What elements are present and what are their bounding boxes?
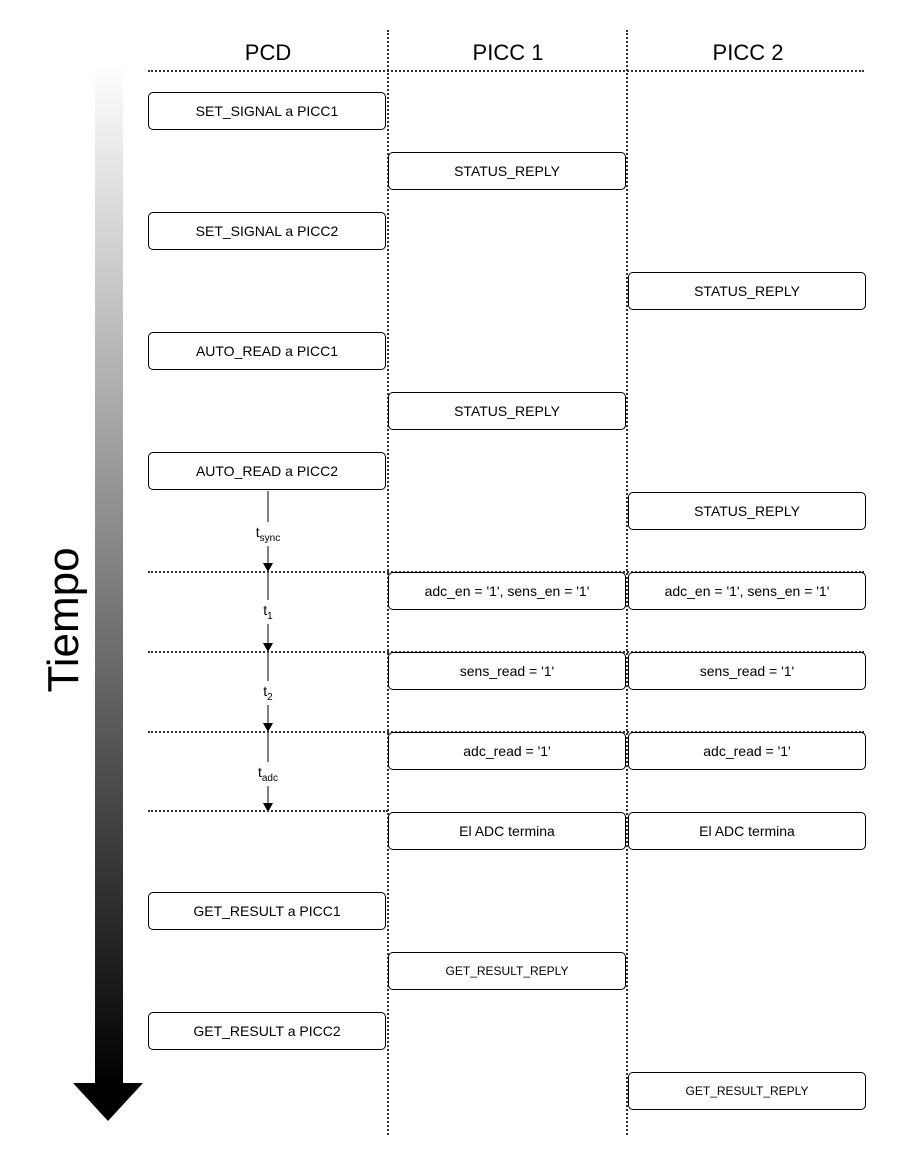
picc2-header: PICC 2 — [712, 40, 784, 65]
t1-arrowhead — [263, 643, 273, 652]
picc1-header: PICC 1 — [472, 40, 544, 65]
auto-read-picc1-box: AUTO_READ a PICC1 — [148, 332, 386, 370]
tadc-line — [148, 810, 388, 812]
get-result-picc2-box: GET_RESULT a PICC2 — [148, 1012, 386, 1050]
t2-arrowhead — [263, 723, 273, 732]
adc-done-picc1-box: El ADC termina — [388, 812, 626, 850]
get-result-picc1-box: GET_RESULT a PICC1 — [148, 892, 386, 930]
status-reply-picc1-box: STATUS_REPLY — [388, 152, 626, 190]
lane-divider-2 — [626, 30, 628, 1135]
get-result-reply-picc2-box: GET_RESULT_REPLY — [628, 1072, 866, 1110]
tadc-label: tadc — [248, 762, 288, 786]
t2-label: t2 — [248, 681, 288, 705]
enable-picc2-box: adc_en = '1', sens_en = '1' — [628, 572, 866, 610]
set-signal-picc1-box: SET_SIGNAL a PICC1 — [148, 92, 386, 130]
time-axis-label: Tiempo — [39, 547, 88, 693]
set-signal-picc2-box: SET_SIGNAL a PICC2 — [148, 212, 386, 250]
auto-read-picc2-box: AUTO_READ a PICC2 — [148, 452, 386, 490]
tsync-arrowhead — [263, 563, 273, 572]
header-divider — [148, 70, 864, 72]
enable-picc1-box: adc_en = '1', sens_en = '1' — [388, 572, 626, 610]
pcd-header: PCD — [244, 40, 292, 65]
time-arrow-head — [73, 1083, 143, 1121]
status-reply-picc2-box-2: STATUS_REPLY — [628, 492, 866, 530]
sens-read-picc2-box: sens_read = '1' — [628, 652, 866, 690]
adc-read-picc1-box: adc_read = '1' — [388, 732, 626, 770]
t1-label: t1 — [248, 600, 288, 624]
get-result-reply-picc1-box: GET_RESULT_REPLY — [388, 952, 626, 990]
status-reply-picc2-box: STATUS_REPLY — [628, 272, 866, 310]
time-arrow-shaft — [95, 62, 123, 1087]
tsync-label: tsync — [248, 522, 288, 546]
adc-read-picc2-box: adc_read = '1' — [628, 732, 866, 770]
adc-done-picc2-box: El ADC termina — [628, 812, 866, 850]
tadc-arrowhead — [263, 803, 273, 812]
sens-read-picc1-box: sens_read = '1' — [388, 652, 626, 690]
status-reply-picc1-box-2: STATUS_REPLY — [388, 392, 626, 430]
